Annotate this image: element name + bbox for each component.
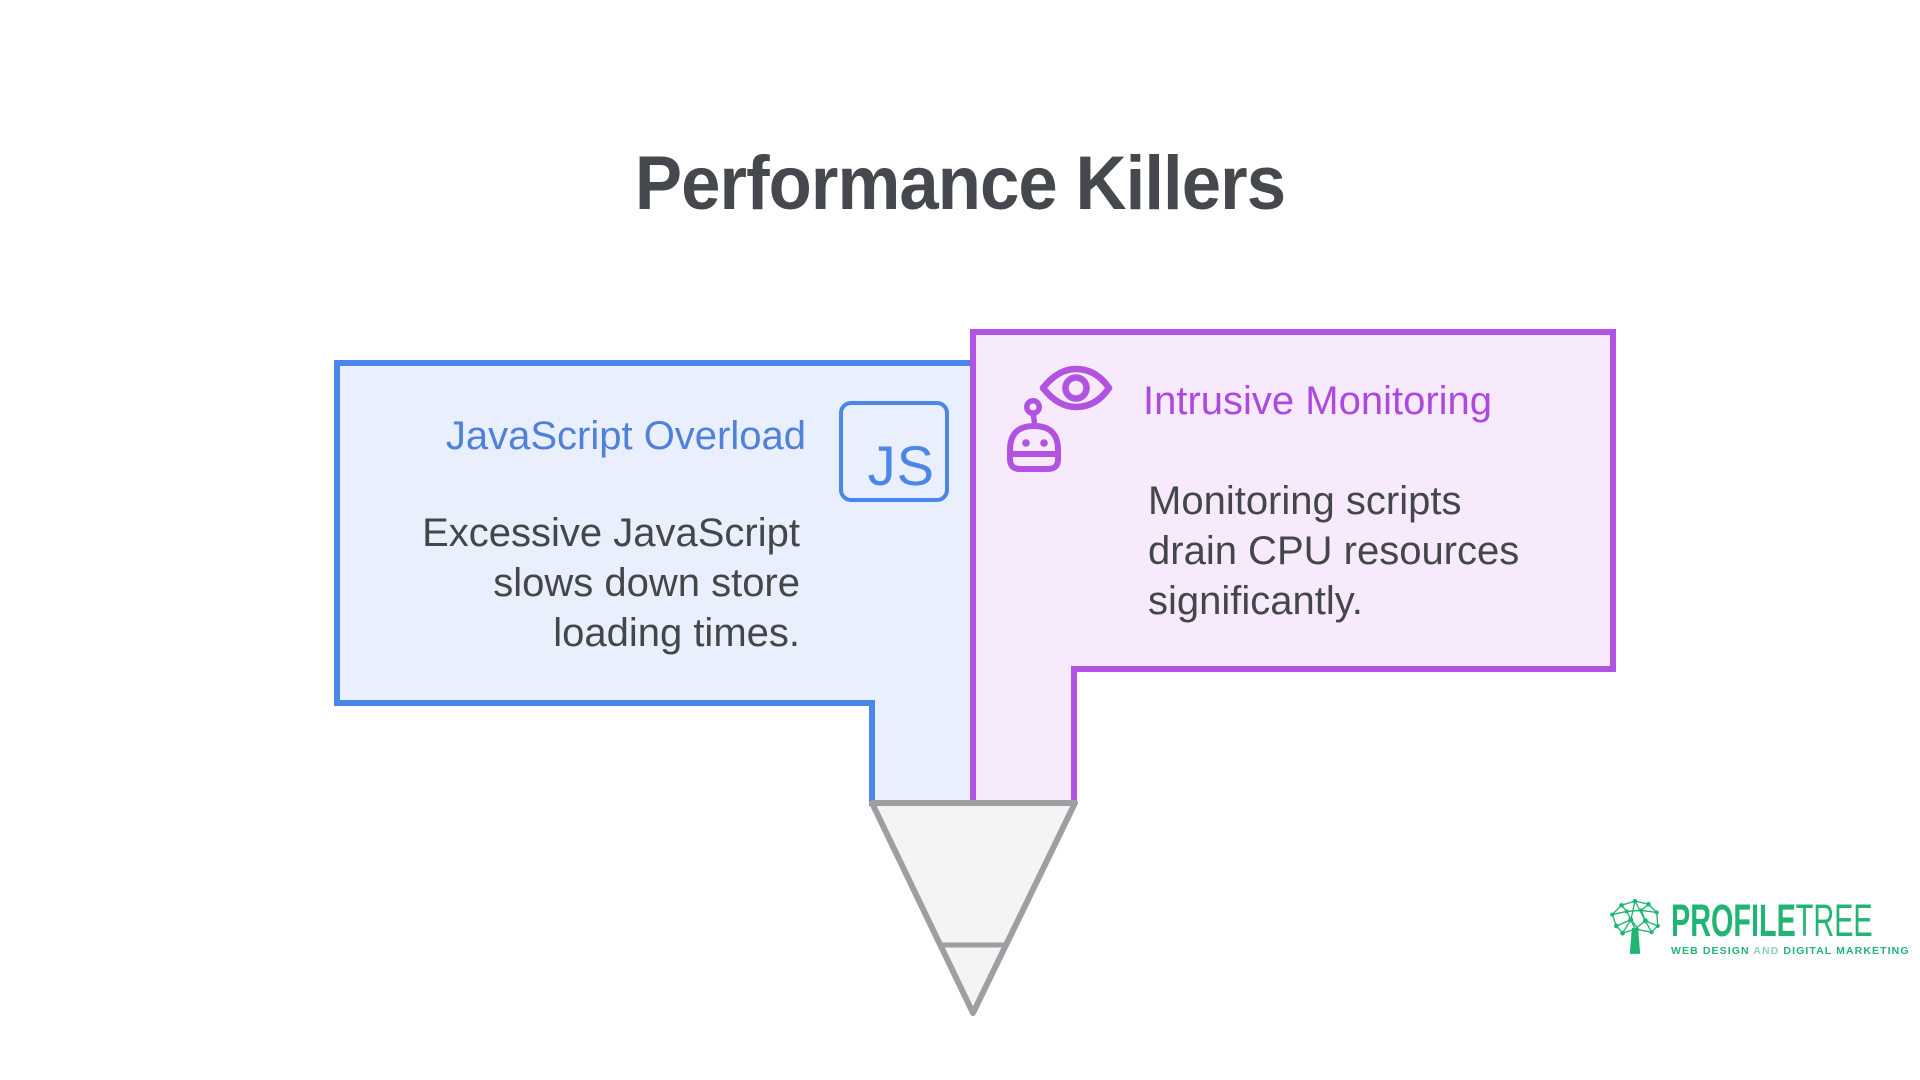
- profiletree-logo-text: PROFILETREE WEB DESIGN AND DIGITAL MARKE…: [1671, 898, 1920, 957]
- card-body-line: Excessive JavaScript: [422, 511, 800, 555]
- profiletree-logo: PROFILETREE WEB DESIGN AND DIGITAL MARKE…: [1608, 898, 1920, 957]
- page-title: Performance Killers: [634, 141, 1286, 226]
- js-badge-icon: JS: [839, 401, 949, 502]
- profiletree-logo-icon: [1610, 898, 1660, 954]
- card-body-line: significantly.: [1148, 579, 1363, 623]
- card-title-javascript-overload: JavaScript Overload: [445, 414, 806, 458]
- card-body-intrusive-monitoring: Monitoring scripts drain CPU resources s…: [1148, 476, 1519, 626]
- card-title-intrusive-monitoring: Intrusive Monitoring: [1143, 379, 1493, 423]
- funnel-icon: [869, 800, 1078, 1016]
- profiletree-brand-name: PROFILETREE: [1671, 898, 1873, 943]
- card-body-line: Monitoring scripts: [1148, 479, 1462, 523]
- profiletree-tagline: WEB DESIGN AND DIGITAL MARKETING: [1671, 945, 1920, 957]
- brand-name-secondary: TREE: [1795, 895, 1873, 946]
- card-body-line: slows down store: [493, 561, 800, 605]
- card-body-line: loading times.: [553, 611, 800, 655]
- card-body-javascript-overload: Excessive JavaScript slows down store lo…: [422, 508, 800, 658]
- brand-name-primary: PROFILE: [1671, 895, 1796, 946]
- tagline-and: AND: [1753, 945, 1780, 957]
- tagline-left: WEB DESIGN: [1671, 945, 1754, 957]
- robot-head-icon: [1007, 398, 1061, 472]
- funnel-triangle: [869, 800, 1078, 1016]
- js-badge-label: JS: [867, 434, 935, 497]
- robot-eye-icon: [1007, 365, 1113, 472]
- tagline-right: DIGITAL MARKETING: [1779, 945, 1910, 957]
- card-body-line: drain CPU resources: [1148, 529, 1520, 573]
- eye-icon: [1039, 365, 1113, 411]
